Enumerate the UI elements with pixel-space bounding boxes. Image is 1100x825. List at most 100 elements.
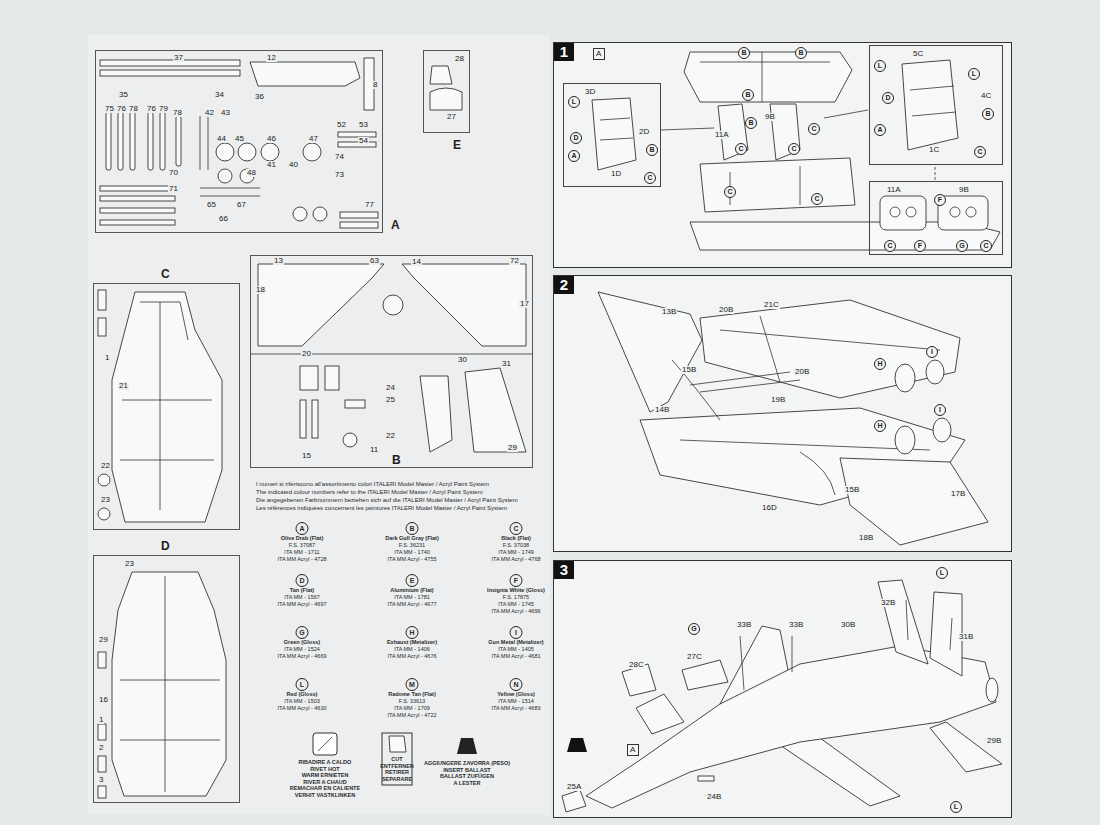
- part-number: 63: [369, 257, 380, 265]
- sprue-part: [338, 132, 376, 137]
- wing-part: [840, 458, 988, 545]
- paint-code: ITA MM Acryl - 4630: [277, 706, 326, 712]
- page-left: [88, 35, 550, 815]
- wheel-part: [261, 143, 279, 161]
- paint-code: ITA MM - 1524: [284, 647, 320, 653]
- fuselage-detail: [120, 576, 220, 792]
- part-number: 5C: [912, 50, 924, 58]
- paint-code: ITA MM - 1781: [394, 595, 430, 601]
- exhaust-part: [986, 678, 998, 702]
- panel-ground: [553, 42, 1012, 268]
- cockpit-detail: [700, 52, 830, 102]
- color-name: Radome Tan (Flat): [388, 692, 436, 698]
- step-panel: 213B20B21C20B15B14B19B16DHIHI15B17B18B: [553, 275, 1012, 552]
- part-number: 35: [118, 91, 129, 99]
- part-number: 20: [301, 350, 312, 358]
- detail-inset: 11A9BFCFGC: [869, 181, 1003, 255]
- stabilizer-part: [930, 722, 1002, 772]
- paint-code: ITA MM - 1503: [284, 699, 320, 705]
- part-number: 32B: [880, 599, 896, 607]
- symbol-caption: REMACHAR EN CALIENTE: [290, 786, 360, 792]
- paint-code: ITA MM - 1711: [284, 550, 319, 556]
- wheel-part: [313, 207, 327, 221]
- detail-inset: 3DLDA2DB1DC: [563, 83, 661, 187]
- color-name: Exhaust (Metalizer): [387, 640, 437, 646]
- dial: [890, 207, 900, 217]
- part-number: 11A: [886, 186, 902, 194]
- color-letter: E: [406, 574, 419, 587]
- sprue-part: [98, 786, 106, 798]
- symbol-caption: SEPARARE: [382, 777, 412, 783]
- color-letter: F: [510, 574, 523, 587]
- reference-letter: A: [630, 746, 635, 754]
- wheel-part: [218, 169, 232, 183]
- part-number: 11A: [714, 131, 730, 139]
- color-code: B: [646, 144, 658, 156]
- symbol-caption: CUT: [391, 757, 402, 763]
- wheel-part: [293, 207, 307, 221]
- color-code: I: [926, 346, 938, 358]
- part-number: 33B: [788, 621, 804, 629]
- dial: [950, 207, 960, 217]
- part-number: 76: [146, 105, 157, 113]
- part-number: 36: [254, 93, 265, 101]
- part-number: 20B: [794, 368, 810, 376]
- sprue-frame: D232916123: [93, 555, 240, 803]
- part-number: 31B: [958, 633, 974, 641]
- part-number: 77: [364, 201, 375, 209]
- leader-line: [740, 600, 952, 690]
- color-name: Tan (Flat): [290, 588, 314, 594]
- paint-code: ITA MM Acryl - 4728: [277, 557, 326, 563]
- sprue-frame: A371236353487576787679784243444546474852…: [95, 50, 383, 233]
- sprue-letter: E: [452, 139, 462, 151]
- wheel-part: [98, 474, 110, 486]
- wing-part: [258, 264, 384, 346]
- reference-box: A: [593, 48, 605, 60]
- missile-part: [130, 112, 135, 170]
- part-number: 46: [266, 135, 277, 143]
- color-letter: H: [406, 626, 419, 639]
- sprue-part: [250, 62, 360, 86]
- step-number: 2: [554, 276, 574, 294]
- part-number: 22: [100, 462, 111, 470]
- part-number: 75: [104, 105, 115, 113]
- cut-icon: [389, 736, 406, 752]
- sprue-part: [100, 220, 175, 225]
- fuselage-part: [112, 572, 226, 796]
- paint-code: ITA MM - 1740: [394, 550, 430, 556]
- part-number: 16: [98, 696, 109, 704]
- part-number: 8: [372, 81, 378, 89]
- symbol-caption: WARM ERNIETEN: [302, 773, 349, 779]
- ballast-icon: [567, 738, 587, 752]
- sprue-frame: C1212223: [93, 283, 240, 530]
- color-code: C: [974, 146, 986, 158]
- wheel-part: [238, 143, 256, 161]
- panel-ground: [553, 275, 1012, 552]
- symbol-caption: BALLAST ZUFÜGEN: [440, 774, 494, 780]
- part-number: 40: [288, 161, 299, 169]
- part-number: 37: [173, 54, 184, 62]
- sprue-part: [100, 186, 175, 191]
- sprue-part: [340, 212, 378, 218]
- color-code: B: [738, 47, 750, 59]
- wing-part: [780, 738, 900, 806]
- sprue-part: [100, 70, 240, 76]
- part-number: 71: [168, 185, 179, 193]
- part-number: 21C: [763, 301, 780, 309]
- symbol-caption: A LESTER: [454, 781, 481, 787]
- part-number: 23: [100, 496, 111, 504]
- part-number: 21: [118, 382, 129, 390]
- cut-icon: [382, 733, 412, 785]
- sprue-frame: E2827: [423, 50, 470, 133]
- detail-inset: 5CLDAL4CB1CC: [869, 45, 1003, 165]
- exhaust-part: [926, 360, 944, 384]
- color-name: Yellow (Gloss): [497, 692, 535, 698]
- paint-code: F.S. 17875: [503, 595, 529, 601]
- color-name: Red (Gloss): [287, 692, 318, 698]
- part-number: 44: [216, 135, 227, 143]
- color-letter: M: [406, 678, 419, 691]
- part-number: 67: [236, 201, 247, 209]
- sprue-part: [340, 222, 378, 228]
- part-number: 34: [214, 91, 225, 99]
- color-code: L: [568, 96, 580, 108]
